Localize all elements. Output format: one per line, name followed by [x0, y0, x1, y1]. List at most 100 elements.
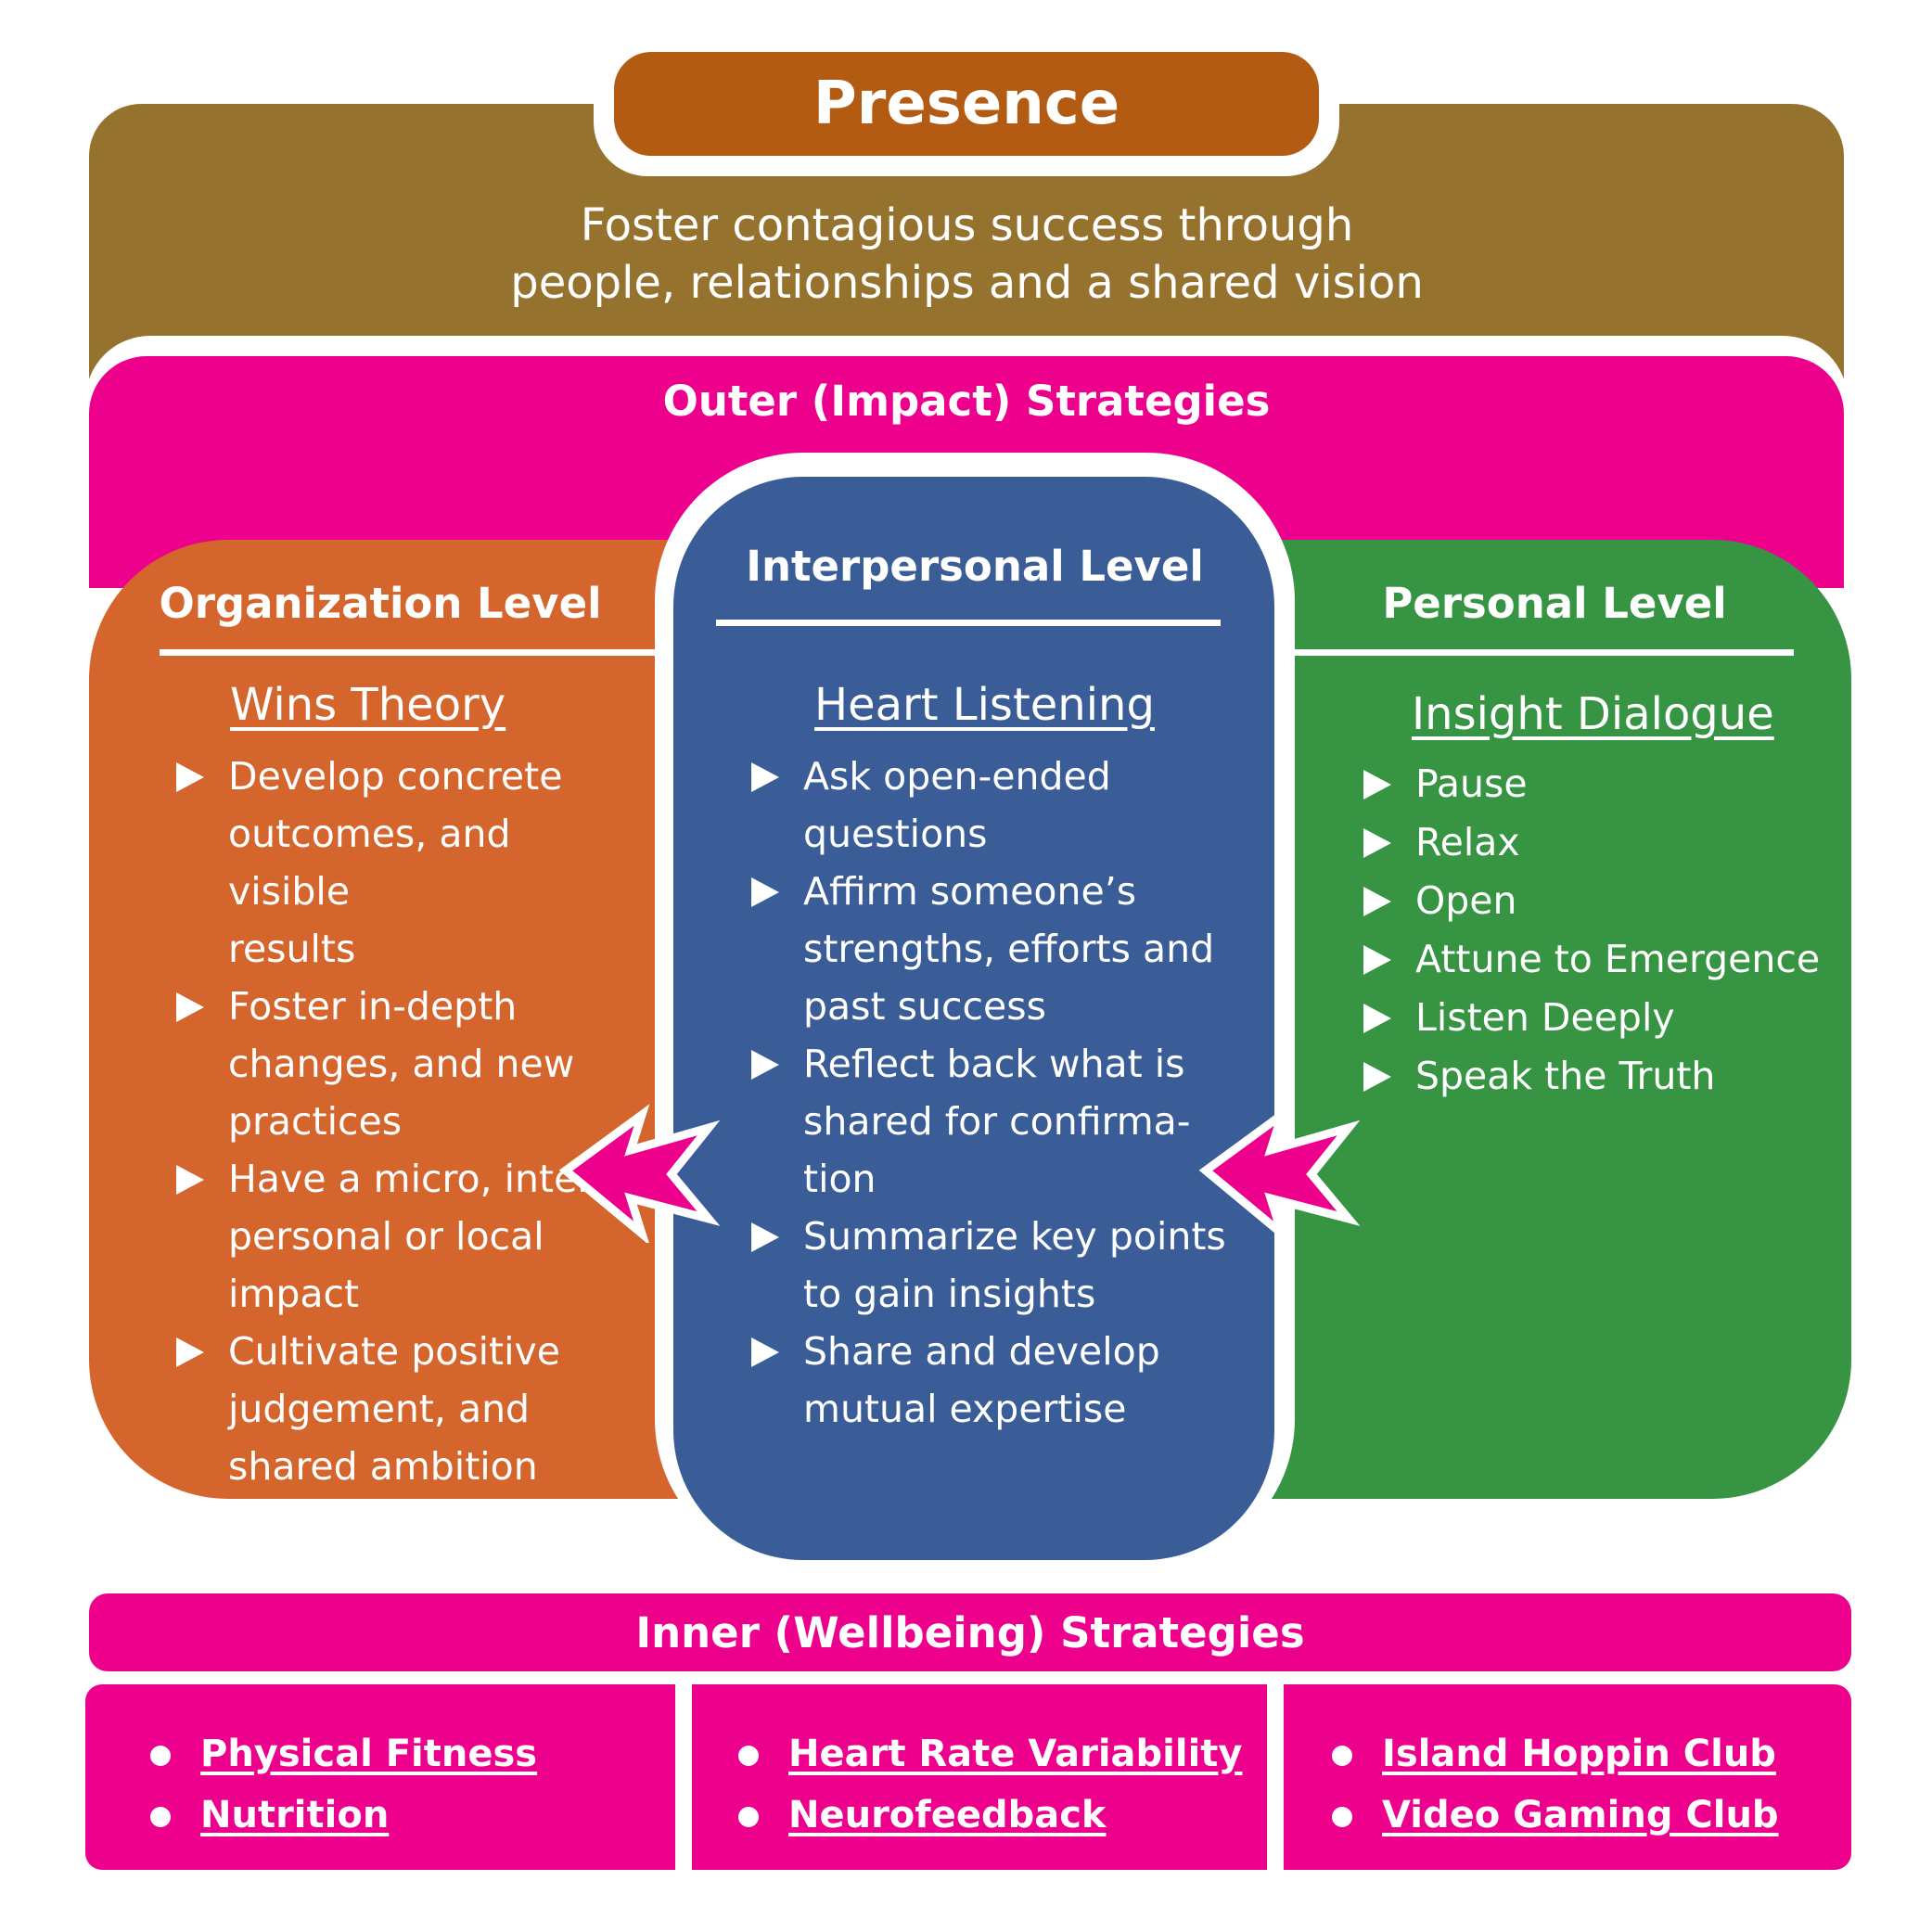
list-item-line: past success [803, 984, 1046, 1029]
bullet-triangle-icon [1363, 945, 1391, 975]
bullet-triangle-icon [1363, 1004, 1391, 1033]
list-item: Attune to Emergence [1363, 930, 1827, 989]
list-item-line: Relax [1415, 820, 1520, 864]
bullet-dot-icon [738, 1746, 759, 1766]
list-item-line: changes, and new [228, 1042, 575, 1086]
list-item-line: impact [228, 1272, 360, 1316]
list-item-line: to gain insights [803, 1272, 1096, 1316]
personal-level-panel [1206, 540, 1851, 1499]
bullet-triangle-icon [176, 992, 204, 1022]
list-item: Relax [1363, 813, 1827, 872]
inner-strategy-link[interactable]: Nutrition [150, 1785, 537, 1846]
wins-theory-subtitle: Wins Theory [230, 679, 506, 731]
bullet-dot-icon [738, 1807, 759, 1827]
list-item-line: Summarize key points [803, 1214, 1226, 1259]
list-item-line: judgement, and [228, 1387, 531, 1431]
list-item-line: shared ambition [228, 1444, 538, 1489]
organization-list: Develop concrete outcomes, and visible res… [176, 748, 640, 1495]
insight-dialogue-subtitle: Insight Dialogue [1412, 688, 1774, 740]
list-item-line: Affirm someone’s [803, 869, 1137, 914]
list-item-line: mutual expertise [803, 1387, 1127, 1431]
bullet-triangle-icon [1363, 887, 1391, 916]
inner-strategy-link[interactable]: Island Hoppin Club [1332, 1723, 1779, 1785]
list-item-line: questions [803, 812, 988, 856]
inner-strategy-link[interactable]: Physical Fitness [150, 1723, 537, 1785]
list-item: Ask open-ended questions [751, 748, 1234, 863]
list-item-line: Pause [1415, 761, 1528, 806]
list-item: Develop concrete outcomes, and visible res… [176, 748, 640, 978]
bullet-triangle-icon [176, 1165, 204, 1195]
list-item-line: shared for confirma- [803, 1099, 1191, 1144]
inner-strategy-link[interactable]: Heart Rate Variability [738, 1723, 1243, 1785]
list-item-line: Cultivate positive [228, 1329, 561, 1374]
presence-description: Foster contagious success through people… [464, 197, 1470, 312]
inner-strategy-label[interactable]: Island Hoppin Club [1382, 1733, 1776, 1775]
interpersonal-level-title: Interpersonal Level [746, 542, 1204, 591]
bullet-triangle-icon [1363, 828, 1391, 858]
bullet-dot-icon [1332, 1746, 1352, 1766]
list-item: Open [1363, 872, 1827, 930]
personal-title-rule [1295, 649, 1794, 656]
arrow-left-icon [1198, 1104, 1361, 1243]
list-item: Summarize key points to gain insights [751, 1208, 1234, 1323]
inner-strategies-title: Inner (Wellbeing) Strategies [89, 1593, 1851, 1671]
bullet-triangle-icon [751, 1050, 779, 1080]
list-item-line: outcomes, and visible [228, 812, 511, 914]
list-item-line: Open [1415, 878, 1517, 923]
personal-level-title: Personal Level [1382, 579, 1727, 628]
list-item-line: results [228, 927, 356, 971]
presence-description-line: Foster contagious success through [580, 199, 1354, 251]
list-item: Pause [1363, 755, 1827, 813]
presence-title: Presence [614, 52, 1319, 156]
list-item-line: Reflect back what is [803, 1042, 1185, 1086]
list-item: Reflect back what is shared for confirma-… [751, 1035, 1234, 1208]
list-item-line: Listen Deeply [1415, 995, 1675, 1040]
arrow-left-icon [558, 1104, 721, 1243]
inner-strategy-label[interactable]: Physical Fitness [200, 1733, 538, 1775]
list-item-line: Speak the Truth [1415, 1054, 1716, 1098]
bullet-dot-icon [150, 1746, 171, 1766]
presence-description-line: people, relationships and a shared visio… [510, 257, 1424, 309]
bullet-triangle-icon [176, 762, 204, 792]
organization-title-rule [160, 649, 655, 656]
list-item-line: Develop concrete [228, 754, 563, 799]
list-item: Speak the Truth [1363, 1047, 1827, 1106]
bullet-triangle-icon [1363, 1062, 1391, 1092]
list-item-line: Foster in-depth [228, 984, 518, 1029]
inner-strategy-link[interactable]: Neurofeedback [738, 1785, 1243, 1846]
bullet-triangle-icon [751, 1222, 779, 1252]
organization-level-title: Organization Level [159, 579, 602, 628]
inner-strategy-label[interactable]: Neurofeedback [788, 1794, 1107, 1836]
bullet-triangle-icon [176, 1337, 204, 1367]
interpersonal-level-panel [673, 477, 1274, 1560]
list-item: Listen Deeply [1363, 989, 1827, 1047]
interpersonal-title-rule [716, 620, 1221, 626]
list-item-line: Attune to Emergence [1415, 937, 1821, 981]
inner-strategy-label[interactable]: Video Gaming Club [1382, 1794, 1779, 1836]
list-item-line: strengths, efforts and [803, 927, 1215, 971]
list-item-line: Ask open-ended [803, 754, 1111, 799]
bullet-triangle-icon [1363, 770, 1391, 800]
list-item-line: Share and develop [803, 1329, 1160, 1374]
list-item: Cultivate positive judgement, and shared a… [176, 1323, 640, 1495]
inner-strategy-label[interactable]: Nutrition [200, 1794, 390, 1836]
list-item-line: personal or local [228, 1214, 544, 1259]
inner-strategy-label[interactable]: Heart Rate Variability [788, 1733, 1243, 1775]
heart-listening-subtitle: Heart Listening [814, 679, 1155, 731]
inner-strategy-link[interactable]: Video Gaming Club [1332, 1785, 1779, 1846]
outer-strategies-title: Outer (Impact) Strategies [662, 377, 1271, 426]
list-item: Share and develop mutual expertise [751, 1323, 1234, 1438]
bullet-triangle-icon [751, 762, 779, 792]
bullet-dot-icon [1332, 1807, 1352, 1827]
bullet-triangle-icon [751, 1337, 779, 1367]
bullet-triangle-icon [751, 877, 779, 907]
